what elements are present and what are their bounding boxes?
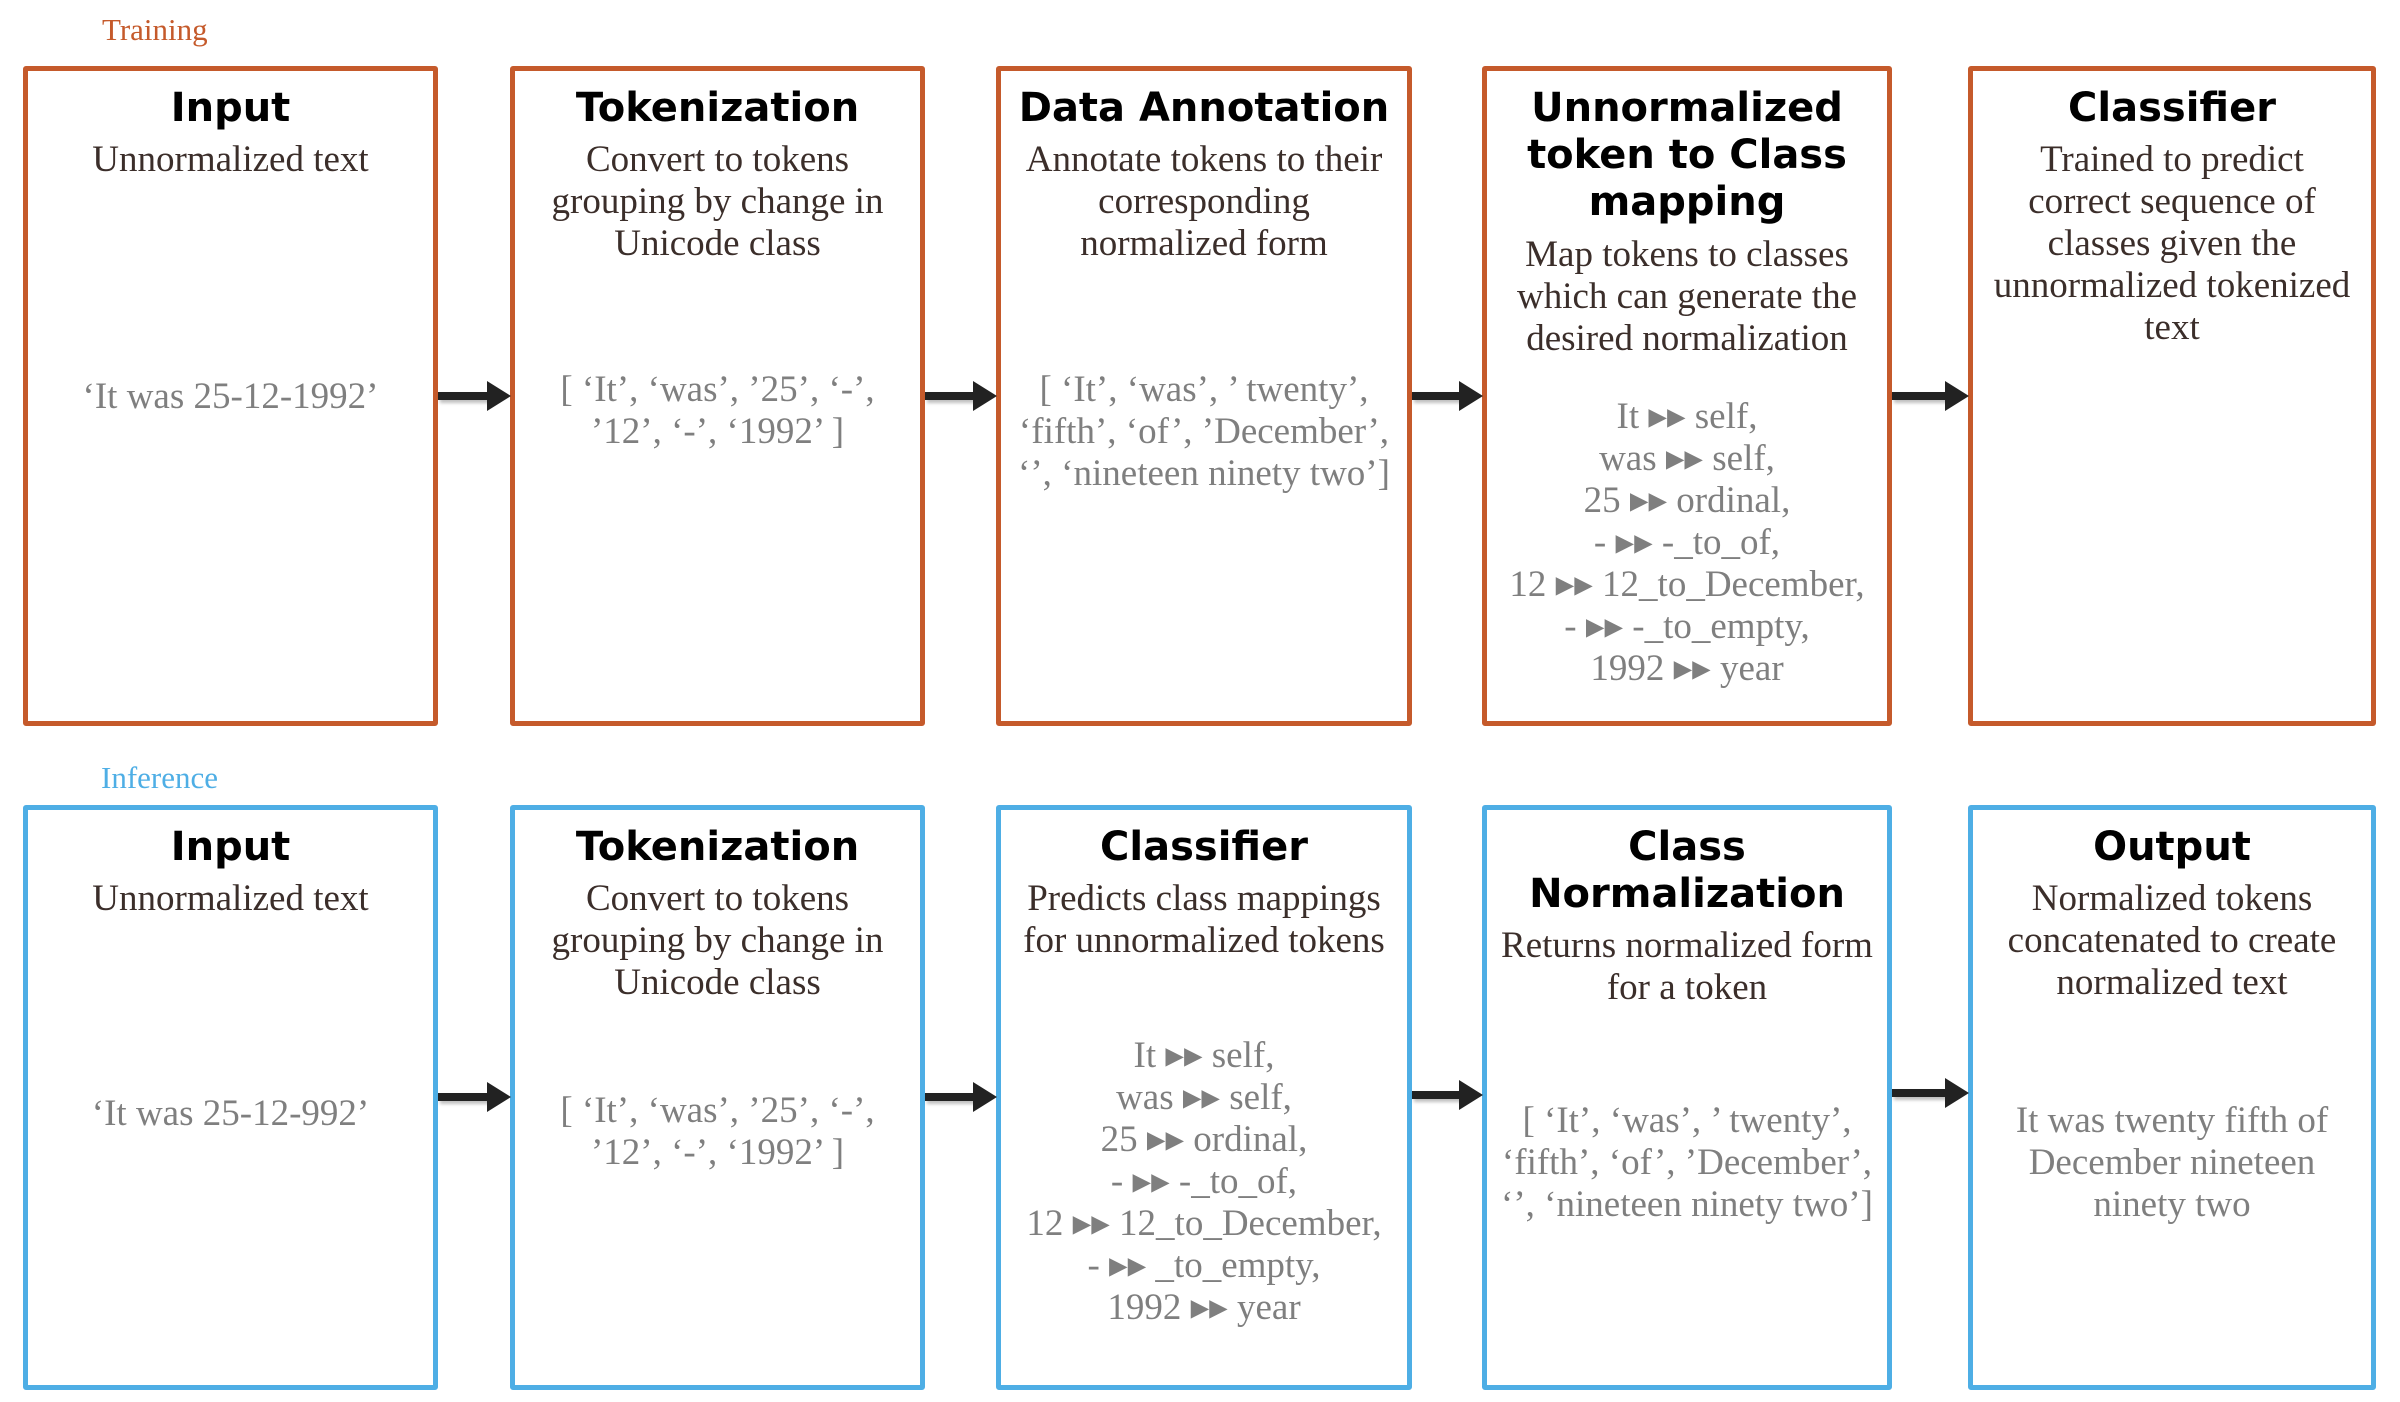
right-arrow-icon <box>1412 381 1483 411</box>
training-step-class-mapping: Unnormalized token to Class mapping Map … <box>1482 66 1892 726</box>
step-title: Input <box>170 824 291 870</box>
inference-step-input: Input Unnormalized text ‘It was 25-12-99… <box>23 805 438 1390</box>
right-arrow-icon <box>438 1082 511 1112</box>
training-step-classifier: Classifier Trained to predict correct se… <box>1968 66 2376 726</box>
step-description: Trained to predict correct sequence of c… <box>1993 139 2351 348</box>
right-arrow-icon <box>925 1082 997 1112</box>
right-arrow-icon <box>1892 381 1969 411</box>
step-description: Convert to tokens grouping by change in … <box>551 139 884 264</box>
training-section-label: Training <box>102 12 208 47</box>
step-example: [ ‘It’, ‘was’, ’ twenty’, ‘fifth’, ‘of’,… <box>1018 369 1390 494</box>
training-step-data-annotation: Data Annotation Annotate tokens to their… <box>996 66 1412 726</box>
step-description: Annotate tokens to their corresponding n… <box>1025 139 1383 264</box>
right-arrow-icon <box>1412 1080 1483 1110</box>
step-title: Classifier <box>2068 85 2276 131</box>
step-title: Unnormalized token to Class mapping <box>1527 85 1847 225</box>
step-title: Data Annotation <box>1018 85 1390 131</box>
right-arrow-icon <box>925 381 997 411</box>
step-description: Map tokens to classes which can generate… <box>1516 234 1857 359</box>
step-title: Classifier <box>1100 824 1308 870</box>
inference-section-label: Inference <box>101 760 219 795</box>
step-description: Returns normalized form for a token <box>1501 925 1873 1008</box>
step-description: Unnormalized text <box>92 878 369 919</box>
step-example: [ ‘It’, ‘was’, ’25’, ‘-’, ’12’, ‘-’, ‘19… <box>560 369 875 452</box>
step-title: Output <box>2093 824 2251 870</box>
step-title: Tokenization <box>575 85 860 131</box>
step-example: It was twenty fifth of December nineteen… <box>2015 1100 2329 1225</box>
step-title: Input <box>170 85 291 131</box>
step-example: ‘It was 25-12-992’ <box>91 1093 370 1134</box>
step-description: Unnormalized text <box>92 139 369 180</box>
right-arrow-icon <box>438 381 511 411</box>
step-example: [ ‘It’, ‘was’, ’25’, ‘-’, ’12’, ‘-’, ‘19… <box>560 1090 875 1173</box>
inference-step-tokenization: Tokenization Convert to tokens grouping … <box>510 805 925 1390</box>
step-example: It ▸▸ self, was ▸▸ self, 25 ▸▸ ordinal, … <box>1026 1035 1382 1328</box>
step-example: [ ‘It’, ‘was’, ’ twenty’, ‘fifth’, ‘of’,… <box>1501 1100 1873 1225</box>
step-example: ‘It was 25-12-1992’ <box>82 376 379 417</box>
training-step-input: Input Unnormalized text ‘It was 25-12-19… <box>23 66 438 726</box>
training-step-tokenization: Tokenization Convert to tokens grouping … <box>510 66 925 726</box>
step-description: Convert to tokens grouping by change in … <box>551 878 884 1003</box>
step-title: Class Normalization <box>1529 824 1845 917</box>
inference-step-output: Output Normalized tokens concatenated to… <box>1968 805 2376 1390</box>
right-arrow-icon <box>1892 1078 1969 1108</box>
inference-step-class-normalization: Class Normalization Returns normalized f… <box>1482 805 1892 1390</box>
step-title: Tokenization <box>575 824 860 870</box>
step-example: It ▸▸ self, was ▸▸ self, 25 ▸▸ ordinal, … <box>1509 396 1865 689</box>
step-description: Predicts class mappings for unnormalized… <box>1023 878 1385 961</box>
inference-step-classifier: Classifier Predicts class mappings for u… <box>996 805 1412 1390</box>
step-description: Normalized tokens concatenated to create… <box>2007 878 2337 1003</box>
